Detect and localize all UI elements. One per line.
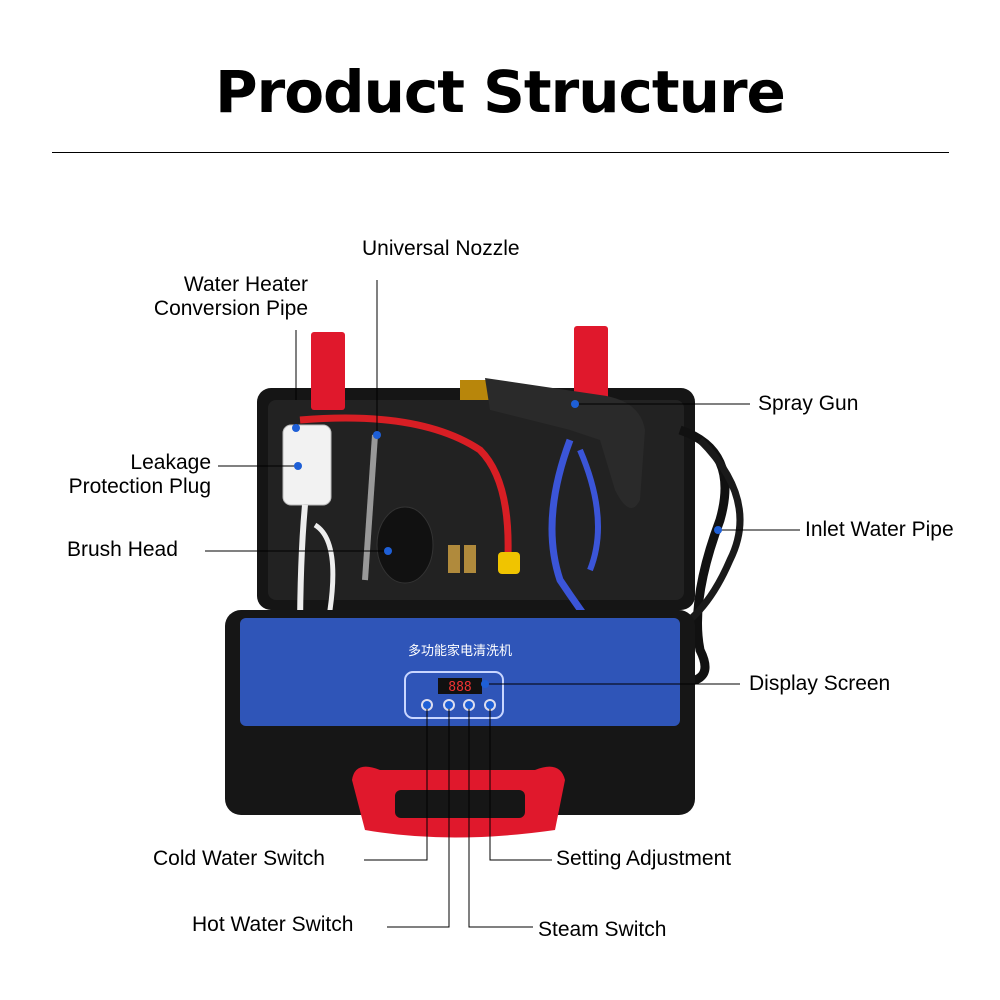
label-hot-water-switch: Hot Water Switch [192, 913, 354, 936]
water-heater-pipe [299, 414, 512, 556]
label-cold-water-switch: Cold Water Switch [153, 847, 325, 870]
label-universal-nozzle: Universal Nozzle [362, 237, 520, 260]
spray-gun [460, 378, 645, 508]
label-steam-switch: Steam Switch [538, 918, 667, 941]
display-screen [438, 678, 482, 694]
right-latch [574, 326, 608, 404]
hose-connector [498, 552, 520, 574]
leader-lines [205, 280, 800, 928]
label-water-heater-line1: Water Heater [183, 273, 308, 296]
label-water-heater-line2: Conversion Pipe [153, 297, 308, 320]
label-display-screen: Display Screen [749, 672, 891, 695]
title-divider [52, 152, 949, 153]
universal-nozzle-rod [362, 434, 378, 581]
left-latch [311, 332, 345, 410]
panel-title: 多功能家电清洗机 [408, 643, 512, 659]
label-brush-head: Brush Head [67, 538, 178, 561]
label-setting-adjustment: Setting Adjustment [556, 847, 732, 870]
label-leakage-line2: Protection Plug [68, 475, 211, 498]
label-leakage-line1: Leakage [130, 451, 211, 474]
callout-dots [292, 400, 722, 709]
display-readout: 888 [448, 680, 471, 695]
page-title: Product Structure [215, 58, 786, 126]
case-base: 888 多功能家电清洗机 [225, 610, 695, 838]
leakage-plug [282, 424, 332, 506]
label-inlet-water-pipe: Inlet Water Pipe [805, 518, 954, 541]
brush-head [376, 506, 434, 584]
label-spray-gun: Spray Gun [758, 392, 859, 415]
